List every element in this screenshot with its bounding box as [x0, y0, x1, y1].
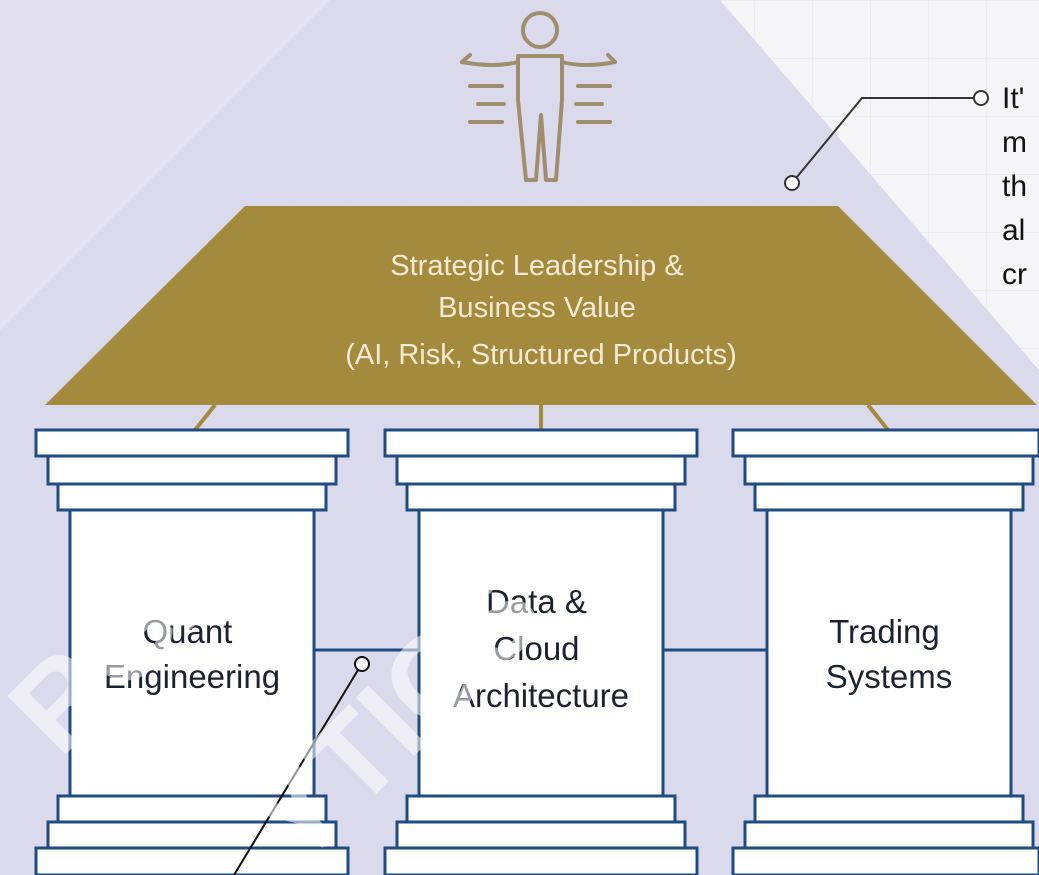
callout-leader-bottom [233, 656, 370, 875]
roof-connectors [193, 403, 890, 432]
leader-person-icon [460, 11, 617, 182]
callout-text: It' m th al cr [1002, 82, 1035, 291]
roof-line-3: (AI, Risk, Structured Products) [345, 339, 737, 371]
callout-leader-top [784, 90, 989, 191]
pillar-1-line-2: Engineering [104, 658, 280, 695]
callout-line-1: It' [1002, 82, 1024, 115]
roof-line-1: Strategic Leadership & [390, 250, 683, 282]
diagonal-band-light [0, 0, 330, 330]
pillar-data-cloud-architecture [383, 428, 699, 875]
roof-pediment [45, 206, 1037, 405]
pillar-1-label: Quant Engineering [104, 613, 280, 695]
pillar-2-line-2: Cloud [493, 630, 579, 667]
callout-line-4: al [1002, 214, 1025, 247]
pillar-2-line-1: Data & [486, 583, 587, 620]
callout-line-2: m [1002, 126, 1027, 159]
pillar-3-line-2: Systems [826, 658, 953, 695]
pillar-1-line-1: Quant [142, 613, 232, 650]
pillar-trading-systems [731, 428, 1039, 875]
callout-line-3: th [1002, 170, 1027, 203]
pillar-3-label: Trading Systems [826, 613, 953, 695]
roof-line-2: Business Value [438, 292, 636, 324]
pillar-2-label: Data & Cloud Architecture [453, 583, 629, 714]
pillar-quant-engineering [34, 428, 350, 875]
pillar-3-line-1: Trading [829, 613, 940, 650]
callout-line-5: cr [1002, 258, 1027, 291]
pillar-2-line-3: Architecture [453, 677, 629, 714]
roof-title: Strategic Leadership & Business Value (A… [345, 250, 737, 371]
